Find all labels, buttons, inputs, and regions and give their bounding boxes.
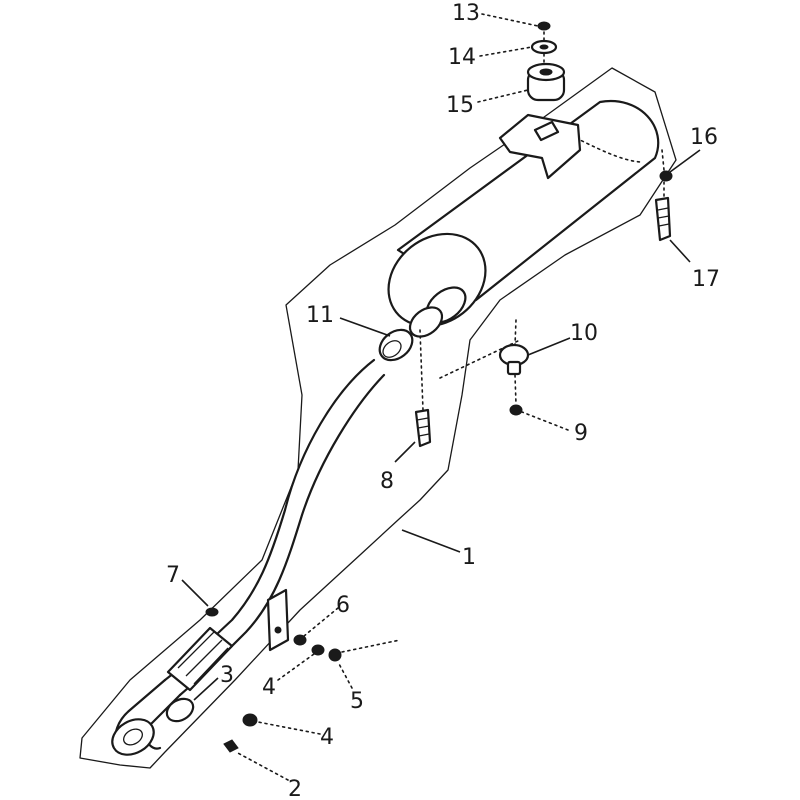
nut-part-2	[223, 739, 239, 753]
nut-part-4-upper	[311, 644, 325, 656]
callout-13: 13	[452, 1, 480, 26]
nut-part-4-lower	[242, 713, 258, 727]
callout-14: 14	[448, 45, 476, 70]
callout-7: 7	[166, 563, 180, 588]
pipe-mesh-guard-part-3	[165, 626, 234, 723]
callout-8: 8	[380, 469, 394, 494]
exhaust-pipe	[114, 358, 386, 750]
bolt-part-13	[537, 21, 551, 31]
callout-6: 6	[336, 593, 350, 618]
bolt-part-17	[654, 196, 672, 242]
rubber-grommet-part-15	[526, 62, 566, 102]
callout-15: 15	[446, 93, 474, 118]
washer-part-14	[530, 39, 558, 55]
callout-3: 3	[220, 663, 234, 688]
callout-2: 2	[288, 777, 302, 800]
callout-1: 1	[462, 545, 476, 570]
bolt-part-7	[205, 607, 219, 617]
callout-16: 16	[690, 125, 718, 150]
callout-11: 11	[306, 303, 334, 328]
muffler-bracket	[498, 113, 582, 180]
heat-shield-outline	[79, 67, 677, 769]
rubber-mount-part-10	[498, 343, 530, 376]
callout-4-upper: 4	[262, 675, 276, 700]
nut-part-5	[328, 648, 342, 662]
callout-5: 5	[350, 689, 364, 714]
washer-part-6	[293, 634, 307, 646]
exhaust-flange	[111, 718, 155, 756]
muffler-inlet-neck	[408, 286, 467, 338]
nut-part-16	[659, 170, 673, 182]
callout-4-lower: 4	[320, 725, 334, 750]
callout-10: 10	[570, 321, 598, 346]
callout-9: 9	[574, 421, 588, 446]
bolt-part-8	[414, 408, 432, 448]
pipe-mount-tab	[266, 588, 290, 652]
nut-part-9	[509, 404, 523, 416]
callout-17: 17	[692, 267, 720, 292]
